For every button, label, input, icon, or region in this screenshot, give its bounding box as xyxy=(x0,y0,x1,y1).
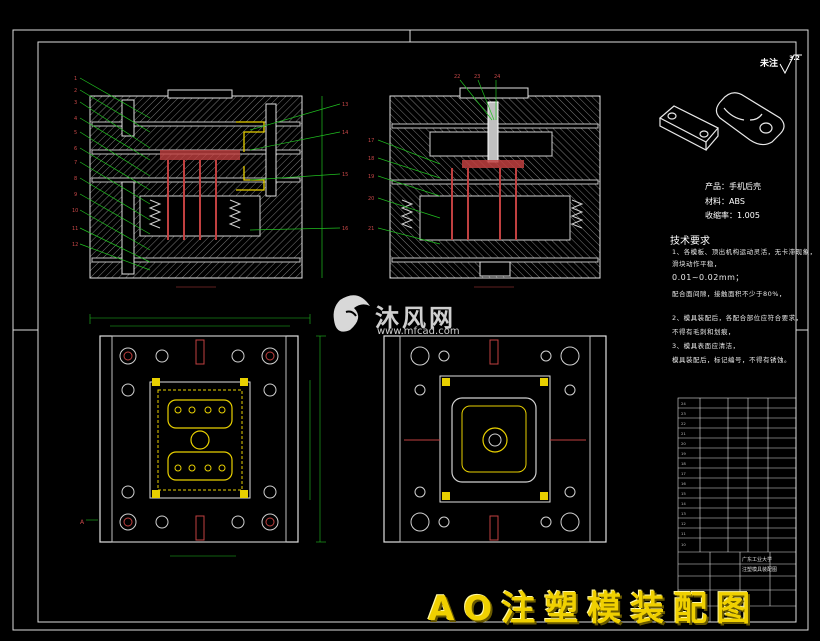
svg-text:23: 23 xyxy=(681,411,686,416)
svg-text:9: 9 xyxy=(74,192,77,198)
material-value: ABS xyxy=(729,197,745,206)
svg-text:20: 20 xyxy=(681,441,686,446)
tech-line: 不得有毛刺和划痕， xyxy=(672,328,735,336)
tech-line: 滑块动作平稳， xyxy=(672,260,721,268)
watermark-logo-icon xyxy=(333,295,370,332)
svg-text:15: 15 xyxy=(681,491,686,496)
svg-text:4: 4 xyxy=(74,116,77,122)
left-plan-view: A xyxy=(80,314,326,557)
surface-note-text: 未注 xyxy=(760,59,779,69)
tech-line: 3、模具表面应清洁， xyxy=(672,342,740,350)
tech-line: 2、模具装配后，各配合部位应符合要求， xyxy=(672,314,803,322)
right-section-view: 17 18 19 20 21 22 23 24 xyxy=(368,74,601,288)
svg-text:21: 21 xyxy=(681,431,686,436)
watermark-brand: 沐风网 xyxy=(375,304,456,332)
svg-text:3: 3 xyxy=(74,100,77,106)
surface-note-value: 3.2 xyxy=(789,55,800,62)
svg-text:19: 19 xyxy=(368,174,374,180)
product-name-row: 产品：手机后壳 xyxy=(705,181,761,192)
svg-text:15: 15 xyxy=(342,172,348,178)
title-block-drawing-title: 注塑模具装配图 xyxy=(742,567,778,573)
svg-text:11: 11 xyxy=(681,531,686,536)
tech-line: 0.01~0.02mm； xyxy=(672,273,744,282)
svg-text:18: 18 xyxy=(368,156,374,162)
svg-text:24: 24 xyxy=(681,401,686,406)
svg-text:A: A xyxy=(80,519,85,526)
watermark: 沐风网 www.mfcad.com xyxy=(330,298,500,338)
product-sketch xyxy=(658,92,785,151)
svg-text:1: 1 xyxy=(74,76,77,82)
svg-text:11: 11 xyxy=(72,226,78,232)
svg-text:19: 19 xyxy=(681,451,686,456)
svg-text:8: 8 xyxy=(74,176,77,182)
svg-text:12: 12 xyxy=(681,521,686,526)
tech-line: 1、各模板、顶出机构运动灵活，无卡滞现象， xyxy=(672,248,817,256)
svg-text:12: 12 xyxy=(72,242,78,248)
material-row: 材料：ABS xyxy=(705,196,745,207)
svg-text:14: 14 xyxy=(681,501,686,506)
svg-text:16: 16 xyxy=(342,226,348,232)
svg-text:17: 17 xyxy=(368,138,374,144)
svg-text:10: 10 xyxy=(72,208,78,214)
svg-text:16: 16 xyxy=(681,481,686,486)
svg-text:22: 22 xyxy=(454,74,460,80)
svg-text:7: 7 xyxy=(74,160,77,166)
roughness-symbol xyxy=(779,54,802,75)
svg-text:21: 21 xyxy=(368,226,374,232)
watermark-url: www.mfcad.com xyxy=(377,326,460,337)
tech-requirements-title: 技术要求 xyxy=(670,236,710,247)
svg-text:18: 18 xyxy=(681,461,686,466)
right-plan-view xyxy=(383,335,607,543)
product-name-label: 产品： xyxy=(705,182,729,191)
svg-text:13: 13 xyxy=(681,511,686,516)
caption-banner: AO注塑模装配图 xyxy=(428,589,760,629)
svg-text:20: 20 xyxy=(368,196,374,202)
parts-list-text: 24 23 22 21 20 19 18 17 16 15 14 13 12 11 10 xyxy=(681,401,686,547)
material-label: 材料： xyxy=(705,197,729,206)
svg-text:6: 6 xyxy=(74,146,77,152)
tech-line: 配合面间隙，接触面积不少于80%， xyxy=(672,290,786,298)
shrink-label: 收缩率： xyxy=(705,211,737,220)
title-block-school: 广东工业大学 xyxy=(742,557,773,563)
svg-text:22: 22 xyxy=(681,421,686,426)
parts-list xyxy=(677,397,797,623)
inner-frame xyxy=(37,41,797,623)
svg-text:17: 17 xyxy=(681,471,686,476)
surface-note: 未注 3.2 xyxy=(760,55,800,69)
tech-line: 模具装配后，标记编号，不得有锈蚀。 xyxy=(672,356,791,364)
svg-text:5: 5 xyxy=(74,130,77,136)
svg-text:24: 24 xyxy=(494,74,500,80)
svg-text:14: 14 xyxy=(342,130,348,136)
svg-text:23: 23 xyxy=(474,74,480,80)
product-name-value: 手机后壳 xyxy=(729,182,761,191)
svg-text:13: 13 xyxy=(342,102,348,108)
shrink-row: 收缩率：1.005 xyxy=(705,210,760,221)
shrink-value: 1.005 xyxy=(737,211,760,220)
svg-text:10: 10 xyxy=(681,542,686,547)
svg-text:2: 2 xyxy=(74,88,77,94)
